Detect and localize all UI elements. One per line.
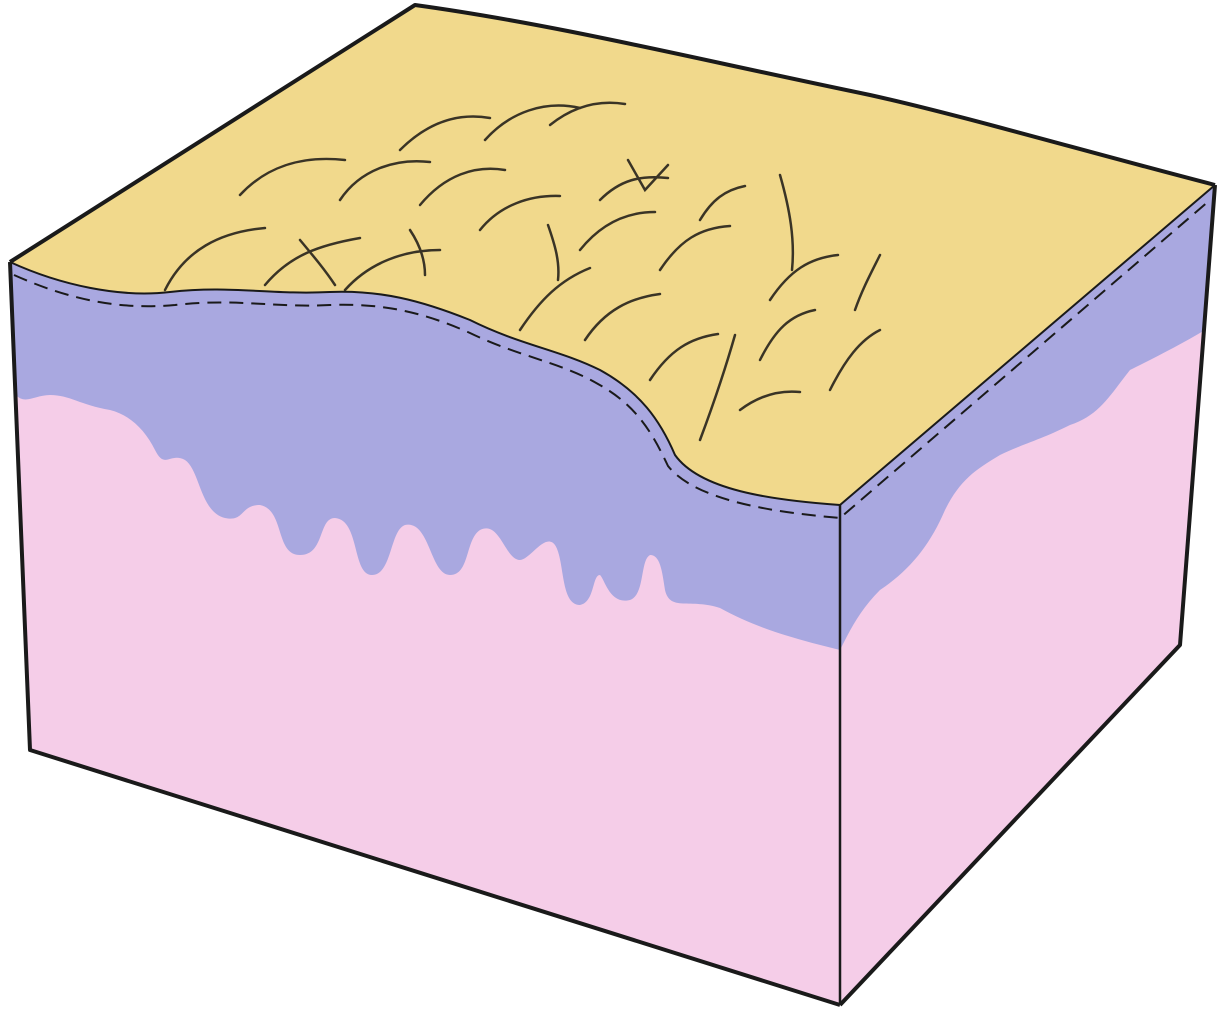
- stratum-corneum-dashed-line: [13, 199, 1211, 520]
- top-surface: [10, 5, 1215, 505]
- top-outline: [8, 3, 1216, 264]
- epidermis-front-band: [10, 262, 840, 650]
- dermis-right-face: [840, 185, 1215, 1005]
- surface-hairs: [163, 101, 882, 442]
- surface-boundary-line: [9, 184, 1216, 507]
- front-outline: [8, 261, 841, 1007]
- epidermis-right-band: [840, 185, 1215, 650]
- right-outline: [838, 184, 1217, 1007]
- block-outlines: [8, 3, 1217, 1007]
